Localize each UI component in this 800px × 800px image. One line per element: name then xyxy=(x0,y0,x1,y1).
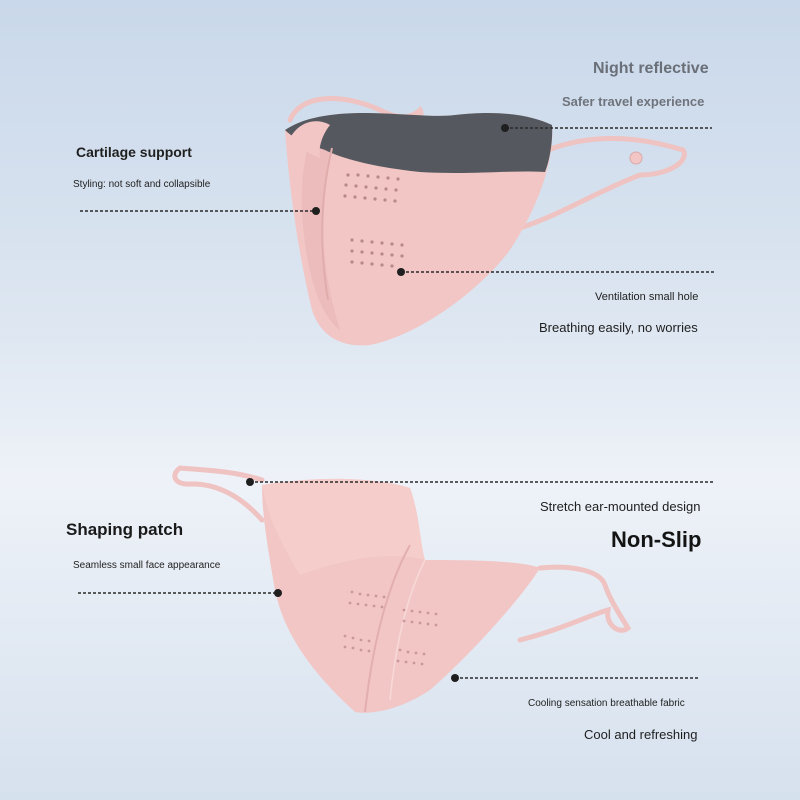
ventilation-subtitle: Breathing easily, no worries xyxy=(539,320,698,335)
non-slip-badge: Non-Slip xyxy=(611,527,702,552)
top-mask xyxy=(285,96,687,346)
dot-ventilation xyxy=(397,268,405,276)
ventilation-title: Ventilation small hole xyxy=(595,291,699,303)
cartilage-support-subtitle: Styling: not soft and collapsible xyxy=(73,179,211,190)
shaping-patch-subtitle: Seamless small face appearance xyxy=(73,560,221,571)
shaping-patch-title: Shaping patch xyxy=(66,520,184,539)
callout-lines xyxy=(78,127,716,679)
ear-mounted-title: Stretch ear-mounted design xyxy=(540,499,701,514)
dot-night-reflective xyxy=(501,124,509,132)
night-reflective-subtitle: Safer travel experience xyxy=(562,94,705,109)
dot-cooling xyxy=(451,674,459,682)
dot-cartilage xyxy=(312,207,320,215)
cooling-subtitle: Cool and refreshing xyxy=(584,727,698,742)
bottom-mask xyxy=(172,465,632,713)
dot-shaping-patch xyxy=(274,589,282,597)
callout-dots xyxy=(246,124,509,682)
cartilage-support-title: Cartilage support xyxy=(76,144,192,160)
cooling-title: Cooling sensation breathable fabric xyxy=(528,698,685,709)
dot-ear-mounted xyxy=(246,478,254,486)
night-reflective-title: Night reflective xyxy=(593,60,709,77)
